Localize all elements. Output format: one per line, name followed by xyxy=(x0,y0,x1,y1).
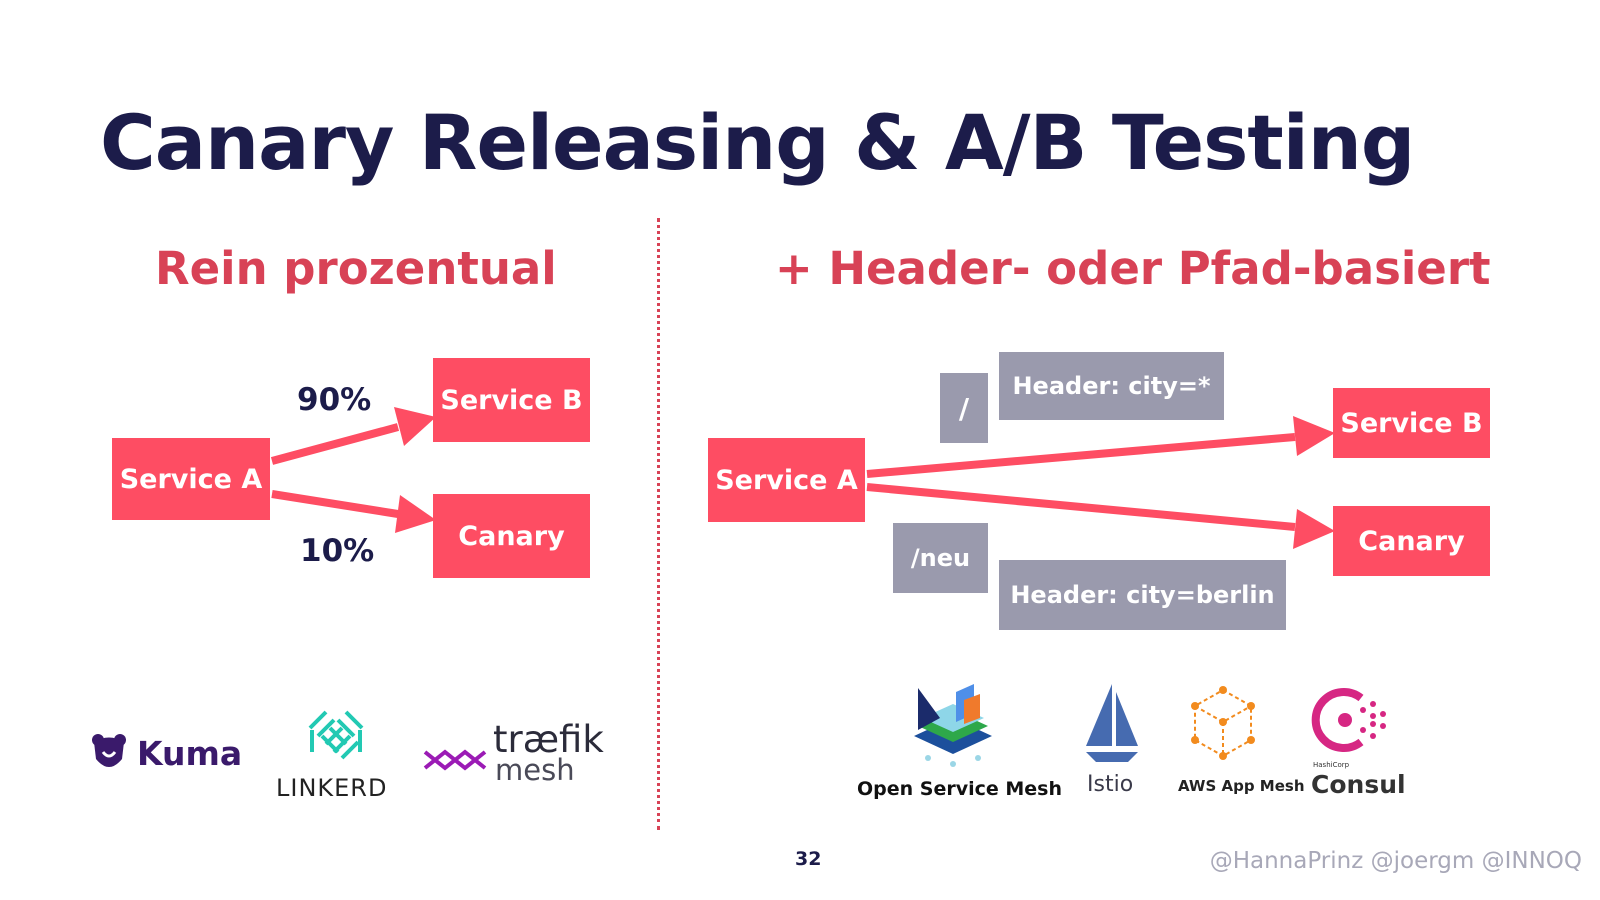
open-service-mesh-icon xyxy=(914,684,992,767)
arrowhead-left-canary xyxy=(395,495,436,533)
aws-app-mesh-wordmark: AWS App Mesh xyxy=(1178,777,1305,795)
path-neu-label: /neu xyxy=(893,523,988,593)
arrowhead-right-canary xyxy=(1293,509,1335,549)
section-divider xyxy=(657,218,660,830)
kuma-wordmark: Kuma xyxy=(137,734,243,773)
linkerd-wordmark: LINKERD xyxy=(276,774,388,802)
consul-hashicorp-label: HashiCorp xyxy=(1313,761,1350,769)
pct-canary: 10% xyxy=(300,533,375,569)
left-canary-box: Canary xyxy=(433,494,590,578)
open-service-mesh-wordmark: Open Service Mesh xyxy=(857,778,1063,800)
left-subtitle: Rein prozentual xyxy=(155,242,557,295)
consul-wordmark: Consul xyxy=(1311,770,1406,799)
istio-wordmark: Istio xyxy=(1087,772,1134,797)
footer-handles: @HannaPrinz @joergm @INNOQ xyxy=(1209,848,1582,874)
path-root-label: / xyxy=(940,373,988,443)
linkerd-mesh-icon xyxy=(308,710,364,760)
arrow-left-to-service-b xyxy=(270,423,400,465)
pct-service-b: 90% xyxy=(297,382,372,418)
kuma-bear-icon xyxy=(92,734,126,767)
arrow-left-to-canary xyxy=(271,490,399,518)
right-service-a-box: Service A xyxy=(708,438,865,522)
consul-icon xyxy=(1311,688,1386,752)
aws-app-mesh-icon xyxy=(1191,686,1255,760)
slide-title: Canary Releasing & A/B Testing xyxy=(100,98,1415,187)
right-service-b-box: Service B xyxy=(1333,388,1490,458)
right-canary-box: Canary xyxy=(1333,506,1490,576)
traefik-mesh-icon xyxy=(423,749,487,771)
header-city-berlin-label: Header: city=berlin xyxy=(999,560,1286,630)
right-subtitle: + Header- oder Pfad-basiert xyxy=(775,242,1491,295)
arrowhead-right-service-b xyxy=(1293,416,1335,456)
traefik-wordmark: træfik xyxy=(493,718,604,761)
left-service-b-box: Service B xyxy=(433,358,590,442)
page-number: 32 xyxy=(795,848,822,870)
arrowhead-left-service-b xyxy=(394,407,436,446)
header-city-any-label: Header: city=* xyxy=(999,352,1224,420)
arrow-right-to-canary xyxy=(866,483,1296,531)
traefik-mesh-wordmark: mesh xyxy=(495,753,575,787)
left-service-a-box: Service A xyxy=(112,438,270,520)
istio-sail-icon xyxy=(1086,684,1138,762)
arrow-right-to-service-b xyxy=(866,433,1296,478)
